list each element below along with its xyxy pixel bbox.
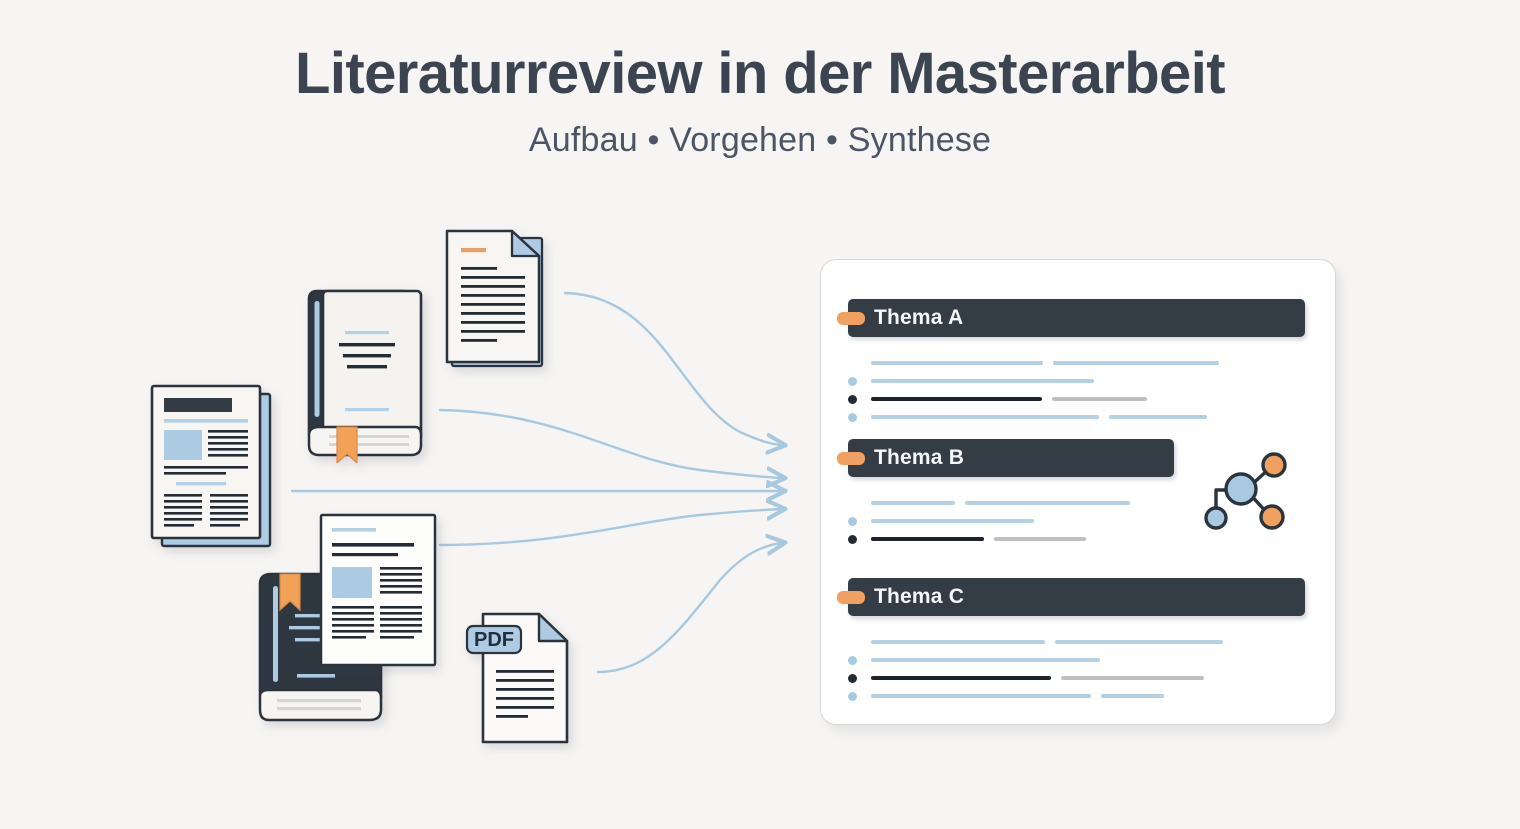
text-line-row-highlight <box>848 390 1305 408</box>
theme-block-thema-a: Thema A <box>837 299 1305 426</box>
bullet-icon <box>848 376 857 386</box>
page-title: Literaturreview in der Masterarbeit <box>295 41 1225 106</box>
source-pdf-document: PDF <box>465 612 569 744</box>
text-line-row <box>848 651 1305 669</box>
bullet-placeholder <box>848 359 857 368</box>
text-segment <box>871 361 1043 365</box>
text-segment <box>871 694 1091 698</box>
text-segment <box>1109 415 1207 419</box>
source-light-book <box>307 289 423 463</box>
pdf-badge-label: PDF <box>474 629 514 651</box>
text-line-row-highlight <box>848 669 1305 687</box>
text-segment <box>1061 676 1204 680</box>
text-segment <box>871 415 1099 419</box>
bullet-placeholder <box>848 499 857 508</box>
text-segment-highlight <box>871 397 1042 401</box>
bullet-icon <box>848 691 857 701</box>
text-line-row <box>848 687 1305 705</box>
network-nodes-icon <box>1204 452 1287 530</box>
page-subtitle: Aufbau • Vorgehen • Synthese <box>528 120 992 159</box>
source-journal-article-stack <box>150 384 272 548</box>
text-segment <box>1101 694 1164 698</box>
theme-bar-thema-b[interactable]: Thema B <box>837 439 1174 477</box>
text-segment <box>1052 397 1147 401</box>
theme-label: Thema A <box>874 306 964 329</box>
text-segment <box>994 537 1086 541</box>
theme-tab-icon <box>837 312 865 325</box>
text-line-row <box>848 372 1305 390</box>
text-segment <box>1055 640 1223 644</box>
text-segment-highlight <box>871 537 984 541</box>
source-article-with-figure <box>319 513 437 667</box>
text-segment <box>871 658 1100 662</box>
bullet-placeholder <box>848 638 857 647</box>
text-segment-highlight <box>871 676 1051 680</box>
theme-bar-thema-c[interactable]: Thema C <box>837 578 1305 616</box>
bullet-icon-active <box>848 534 857 544</box>
theme-bar-thema-a[interactable]: Thema A <box>837 299 1305 337</box>
text-segment <box>871 501 955 505</box>
bullet-icon-active <box>848 673 857 683</box>
theme-body-thema-a <box>848 354 1305 426</box>
text-segment <box>871 379 1094 383</box>
bullet-icon <box>848 412 857 422</box>
theme-body-thema-c <box>848 633 1305 705</box>
synthesis-panel: Thema A <box>820 259 1336 725</box>
text-line-row <box>848 512 1174 530</box>
text-segment <box>965 501 1130 505</box>
text-line-row-highlight <box>848 530 1174 548</box>
text-line-row <box>848 494 1174 512</box>
text-segment <box>871 640 1045 644</box>
text-segment <box>871 519 1034 523</box>
bullet-icon <box>848 655 857 665</box>
theme-body-thema-b <box>848 494 1174 548</box>
source-text-document <box>445 229 544 368</box>
bullet-icon <box>848 516 857 526</box>
text-line-row <box>848 354 1305 372</box>
header: Literaturreview in der Masterarbeit Aufb… <box>0 41 1520 160</box>
theme-label: Thema B <box>874 446 965 469</box>
theme-tab-icon <box>837 452 865 465</box>
theme-label: Thema C <box>874 585 965 608</box>
text-line-row <box>848 408 1305 426</box>
theme-block-thema-c: Thema C <box>837 578 1305 705</box>
text-line-row <box>848 633 1305 651</box>
theme-block-thema-b: Thema B <box>837 439 1174 548</box>
text-segment <box>1053 361 1219 365</box>
bullet-icon-active <box>848 394 857 404</box>
theme-tab-icon <box>837 591 865 604</box>
